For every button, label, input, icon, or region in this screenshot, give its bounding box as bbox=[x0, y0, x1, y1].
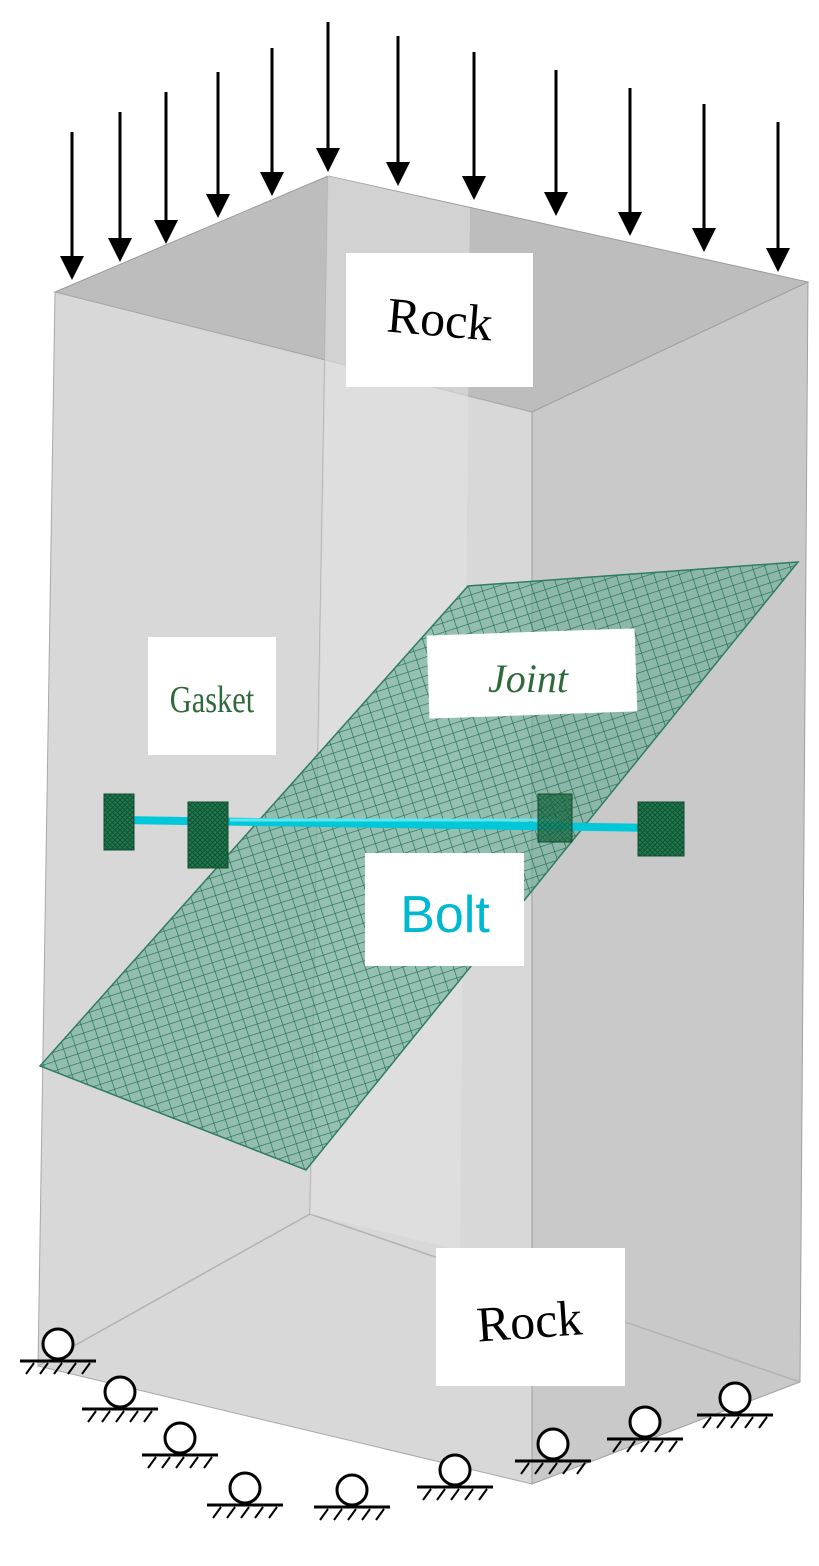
label-joint: Joint bbox=[488, 656, 569, 701]
roller-support-icon bbox=[82, 1375, 158, 1423]
roller-supports bbox=[20, 1327, 773, 1521]
down-arrow-icon bbox=[692, 104, 716, 252]
down-arrow-icon bbox=[60, 132, 84, 280]
label-gasket: Gasket bbox=[170, 679, 255, 721]
gasket-plate bbox=[103, 793, 135, 851]
roller-support-icon bbox=[607, 1405, 683, 1453]
down-arrow-icon bbox=[260, 48, 284, 196]
down-arrow-icon bbox=[154, 92, 178, 244]
label-rock-bottom-box: Rock bbox=[436, 1248, 625, 1386]
down-arrow-icon bbox=[544, 70, 568, 216]
bolt-assembly bbox=[103, 793, 685, 869]
gasket-plate bbox=[537, 793, 573, 843]
label-gasket-box: Gasket bbox=[148, 637, 276, 755]
label-rock-top-box: Rock bbox=[346, 253, 533, 387]
down-arrow-icon bbox=[618, 88, 642, 236]
down-arrow-icon bbox=[206, 72, 230, 218]
roller-support-icon bbox=[515, 1427, 591, 1475]
gasket-plate bbox=[187, 801, 229, 869]
gasket-plate bbox=[637, 801, 685, 857]
label-bolt-box: Bolt bbox=[365, 853, 524, 966]
roller-support-icon bbox=[417, 1453, 493, 1501]
label-bolt: Bolt bbox=[400, 886, 490, 944]
down-arrow-icon bbox=[108, 112, 132, 262]
down-arrow-icon bbox=[766, 122, 790, 272]
roller-support-icon bbox=[697, 1381, 773, 1429]
load-arrows bbox=[60, 22, 790, 280]
down-arrow-icon bbox=[386, 36, 410, 186]
label-rock-bottom: Rock bbox=[475, 1289, 584, 1352]
roller-support-icon bbox=[314, 1473, 390, 1521]
label-rock-top: Rock bbox=[385, 287, 495, 352]
label-joint-box: Joint bbox=[426, 628, 638, 719]
roller-support-icon bbox=[142, 1421, 218, 1469]
roller-support-icon bbox=[207, 1471, 283, 1519]
down-arrow-icon bbox=[316, 22, 340, 172]
down-arrow-icon bbox=[462, 52, 486, 200]
roller-support-icon bbox=[20, 1327, 96, 1375]
